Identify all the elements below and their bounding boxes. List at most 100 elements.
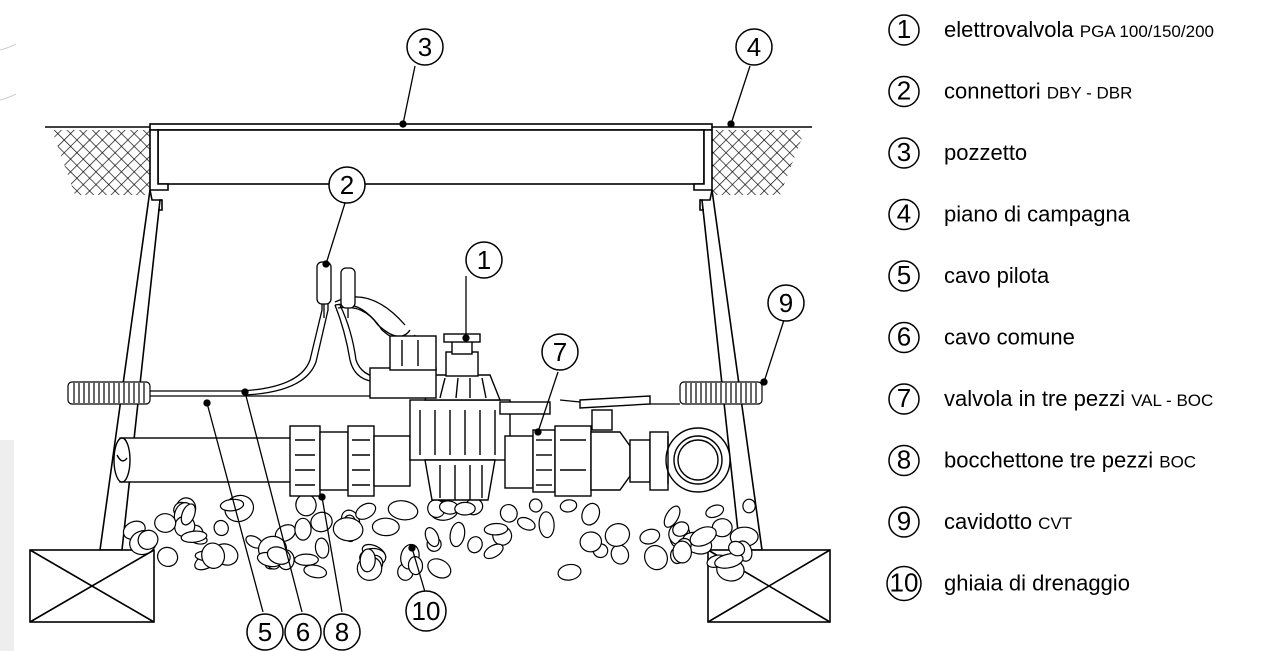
gravel-pebble (483, 543, 504, 560)
legend-label: connettori DBY - DBR (944, 79, 1132, 104)
gravel-pebble (454, 501, 476, 516)
svg-text:8: 8 (335, 617, 349, 647)
gravel-pebble (742, 498, 756, 514)
footing-left (29, 549, 155, 623)
legend-number: 3 (897, 137, 911, 167)
gravel-pebble (644, 544, 668, 571)
gravel-pebble (728, 540, 746, 557)
gravel-pebble (266, 546, 291, 565)
svg-text:2: 2 (340, 170, 354, 200)
legend-label: ghiaia di drenaggio (944, 571, 1130, 596)
gravel-pebble (559, 499, 578, 513)
drainage-gravel (122, 493, 759, 582)
soil-hatch-left (52, 130, 150, 195)
callout-2: 2 (328, 166, 366, 204)
legend-number: 4 (897, 199, 911, 229)
gravel-pebble (467, 536, 483, 554)
gravel-pebble (294, 517, 312, 541)
callout-10: 10 (405, 590, 447, 632)
legend-label: cavo pilota (944, 263, 1050, 288)
gravel-pebble (303, 564, 328, 579)
legend-number-circle (888, 506, 920, 538)
gravel-pebble (359, 548, 376, 573)
gravel-pebble (449, 521, 466, 548)
legend-label: bocchettone tre pezzi BOC (944, 448, 1196, 473)
svg-text:5: 5 (258, 617, 272, 647)
gravel-pebble (332, 517, 364, 542)
leader-lines (203, 65, 785, 613)
legend-number: 7 (897, 383, 911, 413)
svg-text:4: 4 (747, 32, 761, 62)
gravel-pebble (213, 519, 229, 537)
gravel-pebble (639, 528, 661, 545)
legend-number: 9 (897, 506, 911, 536)
callout-8: 8 (323, 613, 361, 651)
wire-connectors (316, 261, 356, 318)
gravel-pebble (154, 513, 177, 533)
legend-code: BOC (1159, 453, 1196, 472)
callout-5: 5 (246, 613, 284, 651)
legend-item: 4 piano di campagna (888, 198, 1131, 231)
gravel-pebble (483, 522, 509, 536)
union-fitting (289, 425, 411, 497)
legend-number: 8 (897, 445, 911, 475)
conduit-left (67, 381, 151, 405)
legend-code: PGA 100/150/200 (1080, 22, 1214, 41)
callout-7: 7 (541, 333, 579, 371)
gravel-pebble (714, 553, 744, 569)
legend-item: 5 cavo pilota (888, 260, 1050, 292)
gravel-pebble (424, 527, 440, 548)
callout-9: 9 (767, 284, 805, 322)
callout-6: 6 (284, 613, 322, 651)
gravel-pebble (219, 498, 245, 512)
ball-valve (504, 395, 731, 497)
gravel-pebble (581, 502, 601, 526)
legend-code: DBY - DBR (1047, 84, 1133, 103)
soil-hatch-right (712, 130, 805, 195)
gravel-pebble (672, 540, 693, 564)
svg-text:6: 6 (296, 617, 310, 647)
legend-code: CVT (1038, 514, 1072, 533)
gravel-pebble (557, 563, 582, 581)
legend-number-circle (888, 383, 920, 415)
legend-number-circle (888, 198, 920, 231)
gravel-pebble (371, 517, 400, 537)
gravel-pebble (579, 531, 603, 553)
solenoid-valve (369, 333, 551, 501)
legend-number-circle (888, 260, 920, 292)
legend-label: piano di campagna (944, 202, 1131, 227)
gravel-pebble (427, 558, 452, 579)
gravel-pebble (137, 529, 159, 550)
gravel-pebble (355, 502, 377, 520)
legend-number-circle (888, 14, 920, 46)
legend-number-circle (888, 75, 920, 108)
gravel-pebble (387, 500, 419, 521)
svg-text:9: 9 (779, 288, 793, 318)
svg-text:3: 3 (418, 32, 432, 62)
legend-number-circle (888, 137, 920, 169)
conduit-right (679, 381, 763, 405)
gravel-pebble (180, 503, 196, 526)
svg-text:7: 7 (553, 337, 567, 367)
legend-number: 1 (897, 14, 911, 44)
legend-item: 8 bocchettone tre pezzi BOC (888, 445, 1196, 477)
gravel-pebble (499, 503, 518, 523)
legend-number-circle (886, 565, 922, 602)
callout-4: 4 (735, 28, 773, 66)
gravel-pebble (705, 504, 725, 519)
gravel-pebble (528, 498, 543, 513)
legend-label: pozzetto (944, 140, 1027, 165)
gravel-pebble (689, 526, 717, 547)
legend-number: 5 (897, 260, 911, 290)
callout-1: 1 (465, 241, 503, 279)
gravel-pebble (157, 546, 179, 568)
valve-box (99, 123, 763, 551)
gravel-pebble (201, 542, 226, 569)
